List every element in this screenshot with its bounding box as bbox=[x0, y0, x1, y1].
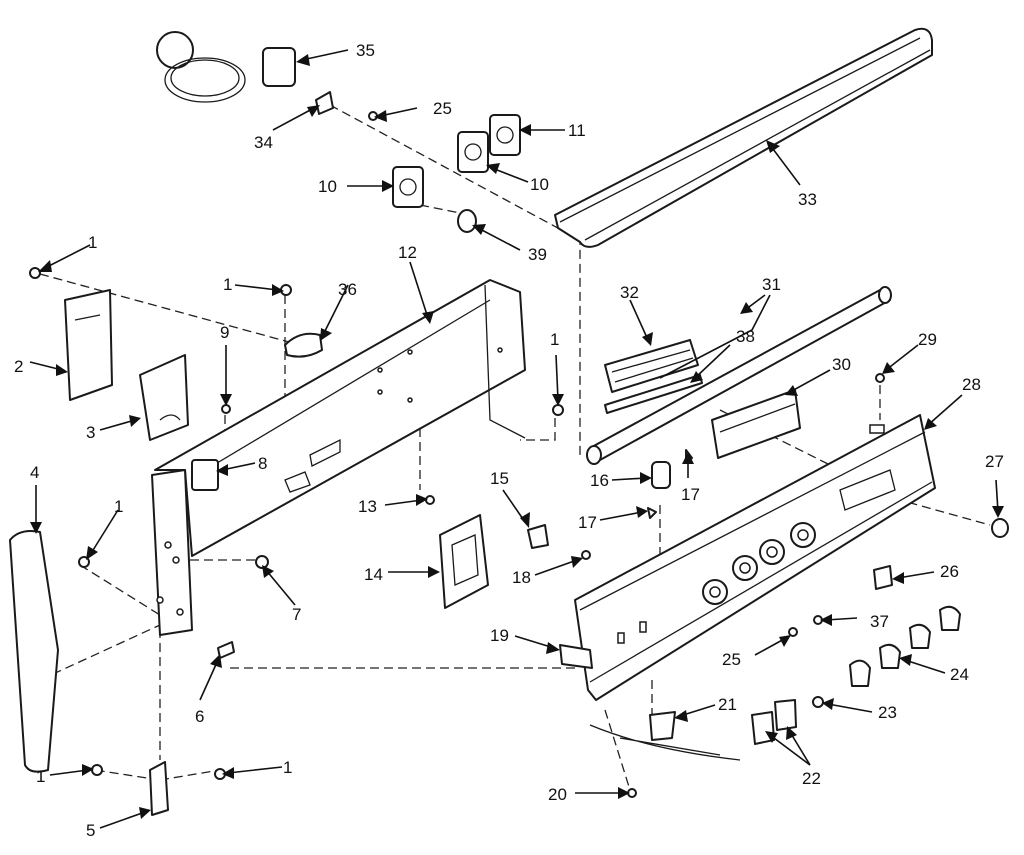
callout-1b: 1 bbox=[223, 275, 232, 294]
thermostat-part-35 bbox=[262, 47, 296, 87]
sensor-part-15 bbox=[527, 524, 549, 549]
callout-19: 19 bbox=[490, 626, 509, 645]
knob-part-24d bbox=[939, 605, 961, 631]
callout-11: 11 bbox=[568, 121, 586, 140]
end-cap-part-4 bbox=[9, 530, 59, 773]
pin-part-17b bbox=[647, 507, 657, 519]
callout-15: 15 bbox=[490, 469, 509, 488]
callout-4: 4 bbox=[30, 463, 39, 482]
callout-1f: 1 bbox=[283, 758, 292, 777]
callout-25a: 25 bbox=[433, 99, 452, 118]
callout-1e: 1 bbox=[36, 767, 45, 786]
callout-3: 3 bbox=[86, 423, 95, 442]
screw-part-9 bbox=[221, 404, 231, 414]
lamp-bracket-part-32 bbox=[604, 339, 699, 393]
callout-22: 22 bbox=[802, 769, 821, 788]
screw-part-1c bbox=[552, 404, 564, 416]
callout-24: 24 bbox=[950, 665, 969, 684]
callout-7: 7 bbox=[292, 605, 301, 624]
small-parts bbox=[29, 31, 1009, 798]
callout-39: 39 bbox=[528, 245, 547, 264]
rear-panel-part-12 bbox=[154, 279, 526, 557]
switch-part-11 bbox=[489, 114, 521, 156]
callout-16: 16 bbox=[590, 471, 609, 490]
callout-35: 35 bbox=[356, 41, 375, 60]
screw-part-1e bbox=[91, 764, 103, 776]
callout-21: 21 bbox=[718, 695, 737, 714]
grommet-part-7 bbox=[255, 555, 269, 569]
callout-20: 20 bbox=[548, 785, 567, 804]
foot-bracket-part-5 bbox=[149, 761, 169, 816]
fluorescent-tube-part-31 bbox=[586, 286, 892, 465]
screw-part-1a bbox=[29, 267, 41, 279]
callout-30: 30 bbox=[832, 355, 851, 374]
top-trim-part-33 bbox=[554, 27, 933, 248]
callout-29: 29 bbox=[918, 330, 937, 349]
leader-lines bbox=[29, 49, 1004, 829]
callout-14: 14 bbox=[364, 565, 383, 584]
bracket-part-34 bbox=[315, 91, 334, 115]
circuit-board-part-14 bbox=[439, 514, 489, 609]
callout-23: 23 bbox=[878, 703, 897, 722]
callout-labels: 1 1 1 1 1 1 2 3 4 5 6 7 8 9 10 10 11 12 … bbox=[14, 41, 1004, 840]
bracket-part-2 bbox=[64, 289, 113, 401]
callout-13: 13 bbox=[358, 497, 377, 516]
callout-36: 36 bbox=[338, 280, 357, 299]
callout-10a: 10 bbox=[318, 177, 337, 196]
clip-part-6 bbox=[217, 641, 235, 659]
callout-5: 5 bbox=[86, 821, 95, 840]
screw-part-13 bbox=[425, 495, 435, 505]
clip-part-26 bbox=[873, 565, 893, 590]
thermostat-bulb bbox=[156, 31, 194, 69]
callout-33: 33 bbox=[798, 190, 817, 209]
cover-plate-part-36 bbox=[284, 332, 323, 358]
bracket-part-3 bbox=[139, 354, 189, 441]
callout-18: 18 bbox=[512, 568, 531, 587]
callout-17a: 17 bbox=[681, 485, 700, 504]
callout-1c: 1 bbox=[550, 330, 559, 349]
switch-part-10a bbox=[392, 166, 424, 208]
callout-9: 9 bbox=[220, 323, 229, 342]
callout-10b: 10 bbox=[530, 175, 549, 194]
callout-6: 6 bbox=[195, 707, 204, 726]
knob-part-24a bbox=[849, 659, 871, 687]
callout-31: 31 bbox=[762, 275, 781, 294]
screw-part-1b bbox=[280, 284, 292, 296]
switch-part-8 bbox=[191, 459, 219, 491]
control-panel-part-28 bbox=[574, 414, 936, 701]
callout-1a: 1 bbox=[88, 233, 97, 252]
knob-part-23 bbox=[812, 696, 824, 708]
callout-34: 34 bbox=[254, 133, 273, 152]
bracket-part-19 bbox=[559, 644, 593, 669]
callout-2: 2 bbox=[14, 357, 23, 376]
callout-37: 37 bbox=[870, 612, 889, 631]
alignment-lines bbox=[39, 104, 991, 791]
callout-12: 12 bbox=[398, 243, 417, 262]
holder-part-21 bbox=[649, 711, 676, 741]
callout-26: 26 bbox=[940, 562, 959, 581]
switch-part-10b bbox=[457, 131, 489, 173]
callout-28: 28 bbox=[962, 375, 981, 394]
callout-38: 38 bbox=[736, 327, 755, 346]
screw-part-18 bbox=[581, 550, 591, 560]
lamp-strip-part-38 bbox=[604, 374, 703, 414]
bracket-part-30 bbox=[711, 389, 801, 459]
callout-27: 27 bbox=[985, 452, 1004, 471]
callout-32: 32 bbox=[620, 283, 639, 302]
screw-part-29 bbox=[875, 373, 885, 383]
side-end-panel bbox=[151, 469, 193, 636]
screw-part-25b bbox=[788, 627, 798, 637]
callout-25b: 25 bbox=[722, 650, 741, 669]
knob-part-24b bbox=[879, 643, 901, 669]
callout-8: 8 bbox=[258, 454, 267, 473]
callout-1d: 1 bbox=[114, 497, 123, 516]
knob-part-27 bbox=[991, 518, 1009, 538]
switch-part-22b bbox=[774, 699, 797, 731]
washer-part-39 bbox=[457, 209, 477, 233]
knob-part-24c bbox=[909, 623, 931, 649]
cylinder-part-16 bbox=[651, 461, 671, 489]
callout-17b: 17 bbox=[578, 513, 597, 532]
